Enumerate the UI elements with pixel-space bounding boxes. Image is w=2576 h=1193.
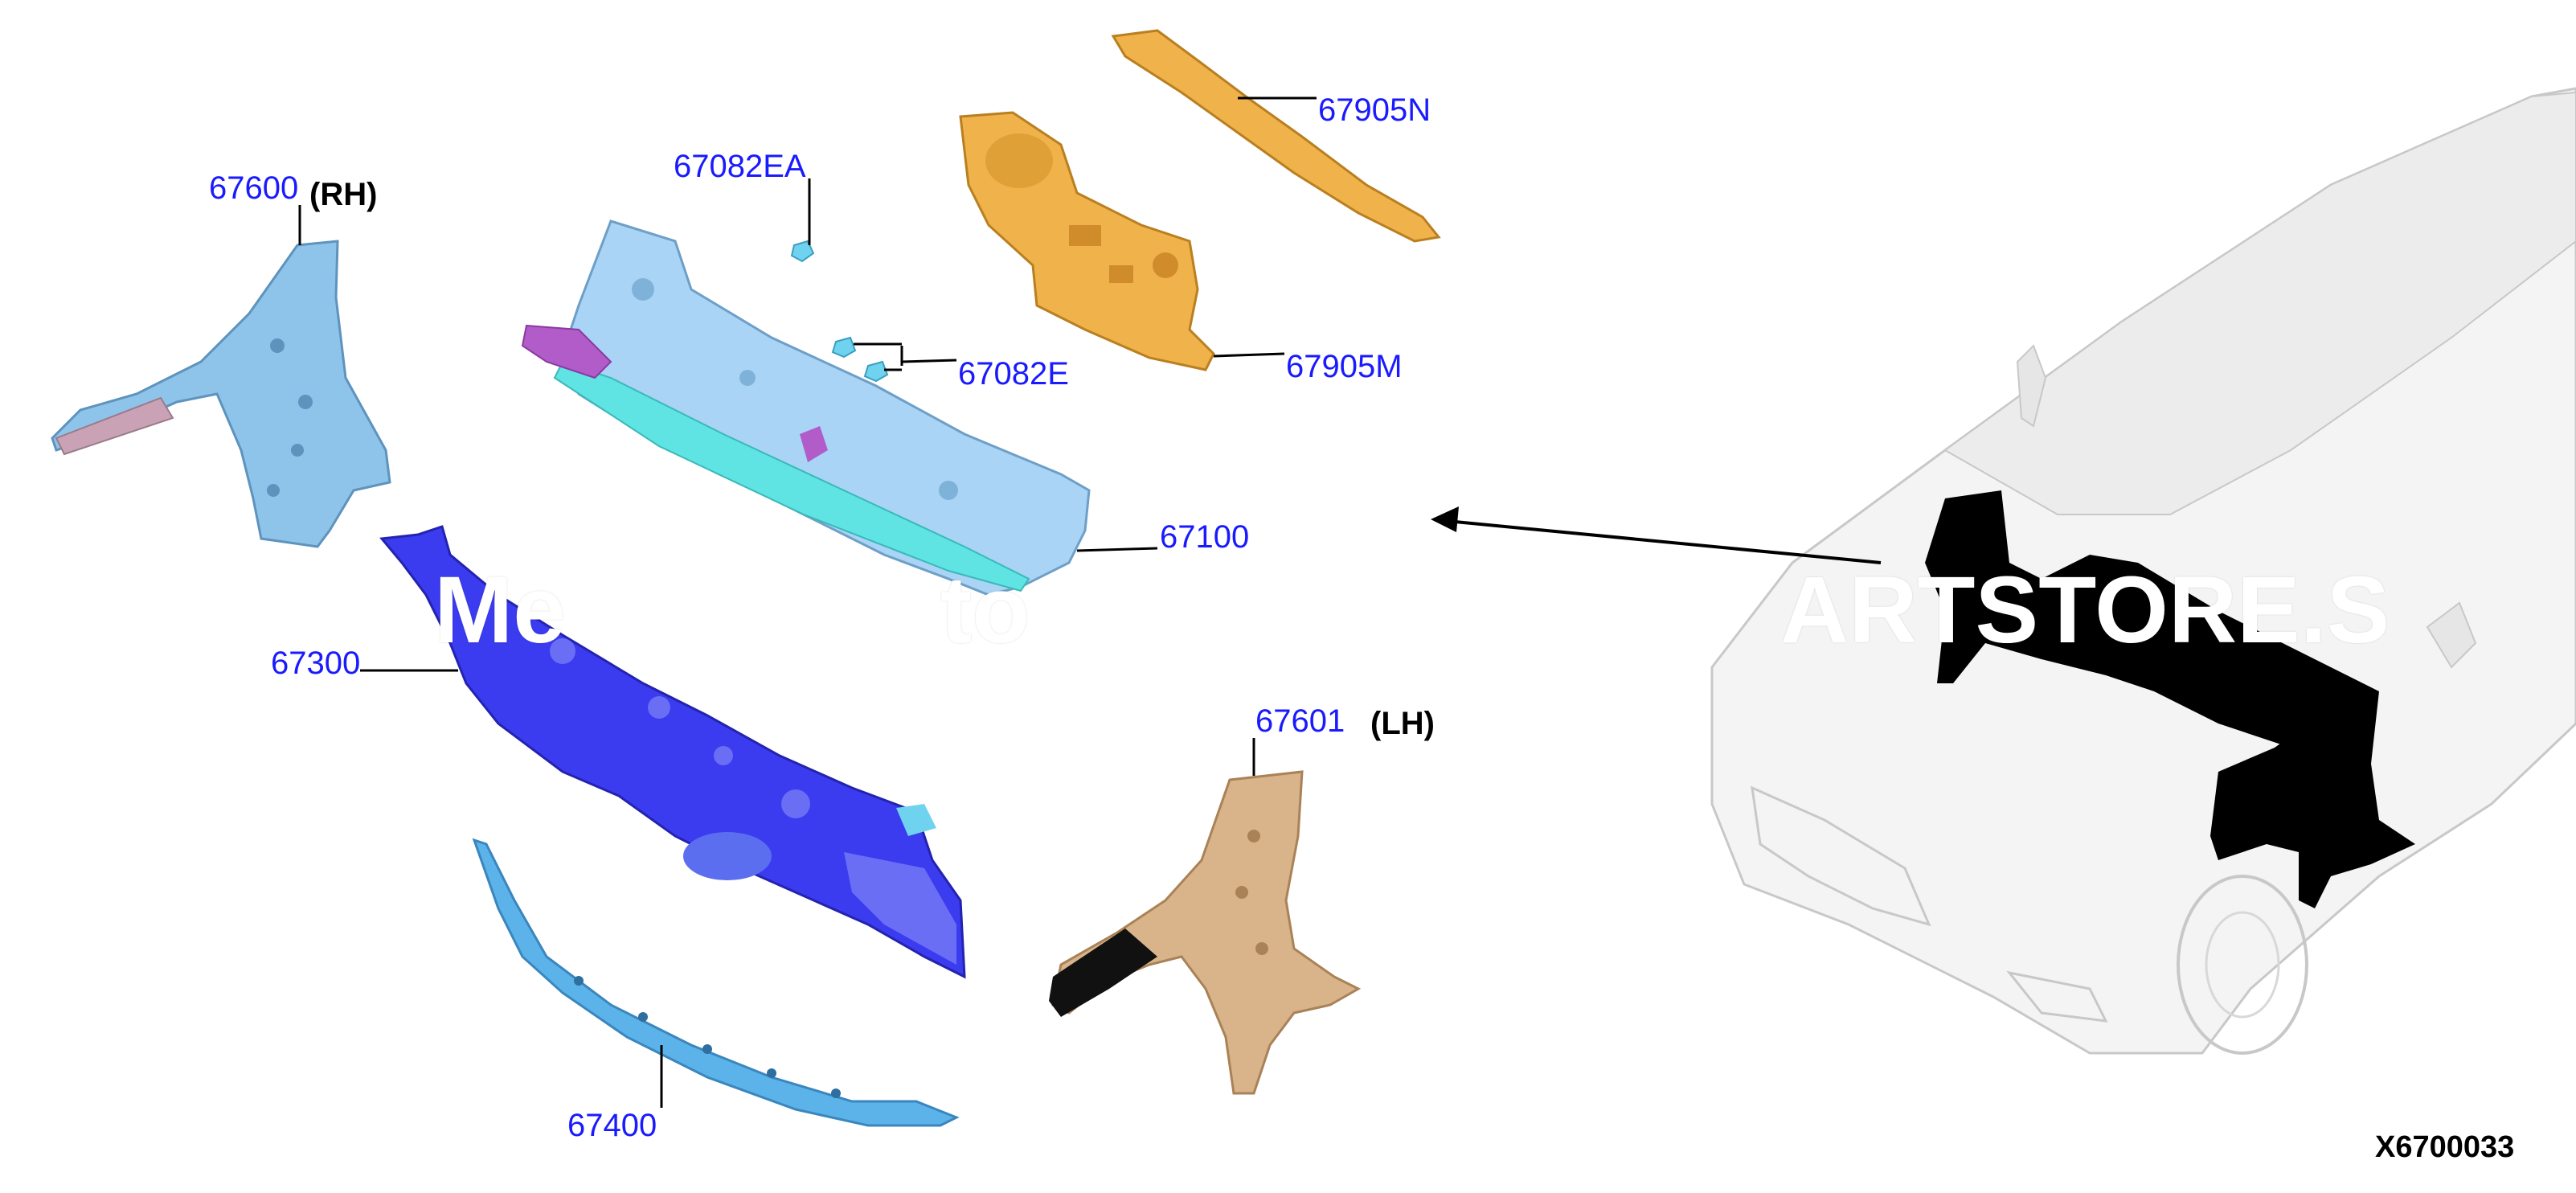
part-label-67905M[interactable]: 67905M bbox=[1286, 349, 1403, 384]
watermark-fragment: Me bbox=[434, 557, 566, 663]
part-67905M-shape[interactable] bbox=[959, 111, 1215, 371]
part-67100-shape[interactable] bbox=[521, 219, 1091, 596]
part-67601-shape[interactable] bbox=[1049, 770, 1362, 1095]
part-label-67600[interactable]: 67600 bbox=[209, 170, 299, 206]
part-67400-shape[interactable] bbox=[472, 838, 960, 1127]
part-label-67100[interactable]: 67100 bbox=[1160, 519, 1250, 555]
part-label-67082E[interactable]: 67082E bbox=[958, 356, 1069, 392]
part-label-67082EA[interactable]: 67082EA bbox=[674, 149, 806, 184]
part-67082EA-shape[interactable] bbox=[790, 240, 815, 263]
part-label-67300[interactable]: 67300 bbox=[271, 646, 361, 681]
part-label-67400[interactable]: 67400 bbox=[567, 1108, 657, 1143]
watermark-fragment: to bbox=[940, 557, 1030, 663]
illustration-code: X6700033 bbox=[2375, 1130, 2515, 1164]
part-67082E-shape[interactable] bbox=[831, 336, 889, 383]
part-67600-shape[interactable] bbox=[51, 240, 391, 548]
part-67905N-shape[interactable] bbox=[1111, 29, 1441, 243]
watermark-fragment: ARTSTORE.S bbox=[1780, 557, 2390, 663]
car-highlight-cowl bbox=[1925, 490, 2415, 908]
pointer-arrow bbox=[1431, 506, 1882, 564]
leader-lines bbox=[298, 96, 1317, 1108]
part-label-67601[interactable]: 67601 bbox=[1255, 703, 1345, 739]
side-label-lh: (LH) bbox=[1370, 706, 1435, 741]
part-67300-shape[interactable] bbox=[379, 525, 966, 979]
side-label-rh: (RH) bbox=[309, 177, 378, 212]
part-label-67905N[interactable]: 67905N bbox=[1318, 92, 1431, 128]
